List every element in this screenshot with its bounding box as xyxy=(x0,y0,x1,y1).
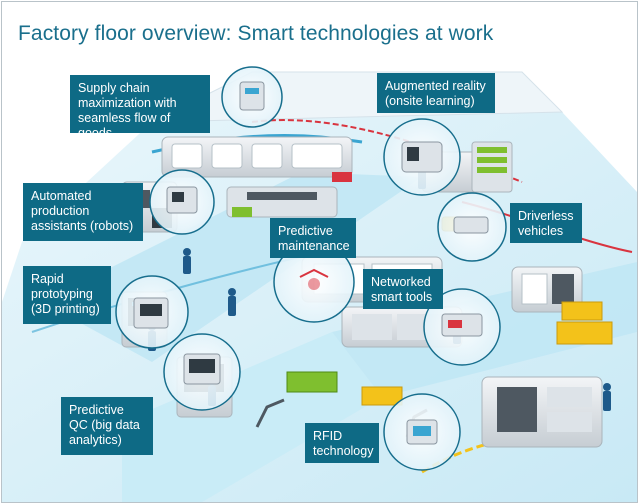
label-rapid-prototyping: Rapid prototyping (3D printing) xyxy=(23,266,111,324)
label-predictive-qc: Predictive QC (big data analytics) xyxy=(61,397,153,455)
label-augmented-reality: Augmented reality (onsite learning) xyxy=(377,73,495,113)
robot-arm-icon xyxy=(255,398,285,428)
circle-details xyxy=(133,81,489,445)
machine-qc xyxy=(481,376,603,448)
label-rfid-technology: RFID technology xyxy=(305,423,379,463)
production-line-top xyxy=(161,136,353,218)
pallets xyxy=(232,172,613,406)
machine-right xyxy=(511,266,583,313)
label-networked-smart-tools: Networked smart tools xyxy=(363,269,443,309)
worker-icon xyxy=(228,288,236,316)
label-predictive-maintenance: Predictive maintenance xyxy=(270,218,356,258)
label-driverless-vehicles: Driverless vehicles xyxy=(510,203,582,243)
worker-icon xyxy=(183,248,191,274)
label-automated-production: Automated production assistants (robots) xyxy=(23,183,143,241)
worker-icon xyxy=(603,383,611,411)
label-supply-chain: Supply chain maximization with seamless … xyxy=(70,75,210,140)
page-title: Factory floor overview: Smart technologi… xyxy=(18,22,494,45)
